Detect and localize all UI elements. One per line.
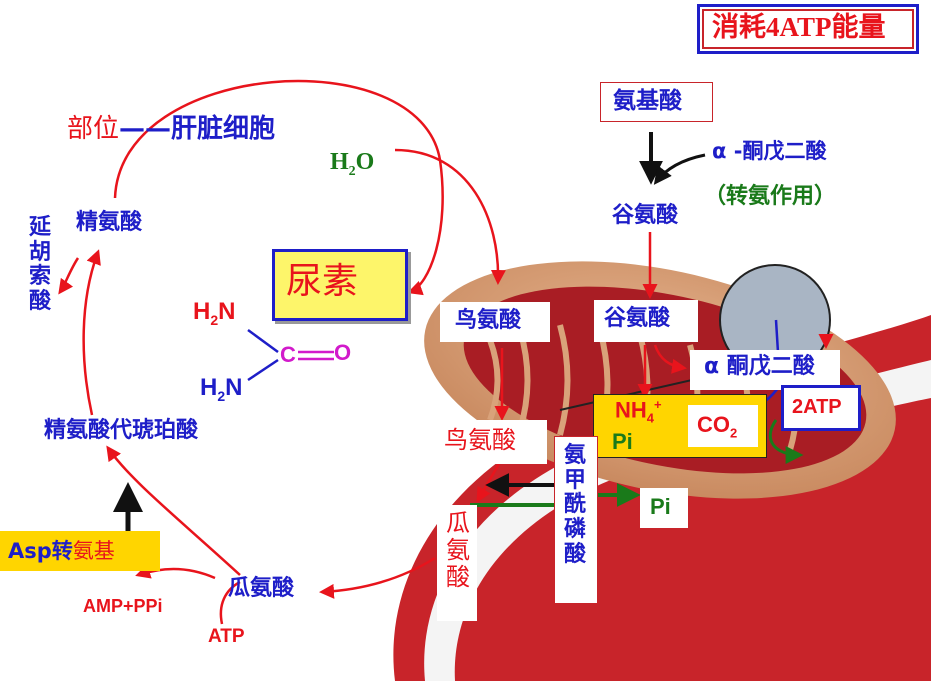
urea-n-bot: N xyxy=(225,374,243,401)
carbamoyl-phosphate-label: 氨甲酰磷酸 xyxy=(563,443,586,567)
co2-sub: 2 xyxy=(730,425,738,441)
asp-box xyxy=(0,531,160,571)
title: 消耗4ATP能量 xyxy=(712,12,886,42)
fumarate-label: 延胡索酸 xyxy=(28,215,51,314)
citrulline-mito-label: 瓜氨酸 xyxy=(446,509,470,591)
water-o: O xyxy=(355,149,375,175)
pi-right-label: Pi xyxy=(650,494,671,519)
urea-bonds xyxy=(247,328,279,382)
arginine-label: 精氨酸 xyxy=(76,210,143,235)
cycle-arrows xyxy=(58,79,834,625)
asp-prefix: Asp转 xyxy=(8,539,73,563)
urea-oxygen: O xyxy=(334,340,352,365)
location-place: 肝脏细胞 xyxy=(171,114,276,144)
glutamate-mito-label: 谷氨酸 xyxy=(604,306,671,331)
asp-suffix: 氨基 xyxy=(72,539,115,563)
asp-label: Asp转氨基 xyxy=(8,541,115,562)
urea-nh2-top: H2N xyxy=(193,300,235,327)
title-box-inner xyxy=(702,9,914,49)
urea-h-bot-sub: 2 xyxy=(217,387,226,404)
black-arrows xyxy=(113,132,706,536)
location-dash: —— xyxy=(119,114,172,144)
urea-nh2-bottom: H2N xyxy=(200,376,242,403)
atp-label: ATP xyxy=(208,626,245,647)
alpha-kg-mito-bg xyxy=(690,350,840,390)
location-prefix: 部位 xyxy=(67,114,120,144)
urea-carbon: C xyxy=(280,342,296,367)
title-box xyxy=(697,4,919,54)
citrulline-mito-bg xyxy=(437,505,477,621)
transamination-note: （转氨作用） xyxy=(704,184,837,209)
pi-left-label: Pi xyxy=(612,429,633,454)
glutamate-top-label: 谷氨酸 xyxy=(612,203,679,228)
carbamoyl-box xyxy=(554,436,598,604)
green-arrows xyxy=(470,419,804,507)
nh4-sup: + xyxy=(654,397,662,412)
co2-white-box xyxy=(688,405,758,447)
urea-h-bot: H xyxy=(200,374,218,401)
alpha-kg-mito-label: α 酮戊二酸 xyxy=(704,354,815,379)
urea-double-bond xyxy=(298,350,334,361)
amp-ppi-label: AMP+PPi xyxy=(83,596,163,616)
water-h: H xyxy=(330,149,349,175)
argininosuccinate-label: 精氨酸代琥珀酸 xyxy=(44,418,199,443)
nh4-label: NH4+ xyxy=(615,398,662,425)
pi-right-bg xyxy=(640,488,688,528)
glutamate-mito-bg xyxy=(594,300,698,342)
urea-h-top-sub: 2 xyxy=(210,311,219,328)
ornithine-top-bg xyxy=(440,302,550,342)
amino-acid-box xyxy=(600,82,713,122)
urea-n-top: N xyxy=(218,298,236,325)
water-sub: 2 xyxy=(348,163,356,179)
alpha-kg-top-label: α -酮戊二酸 xyxy=(712,139,827,163)
nh4-text: NH xyxy=(615,397,647,423)
co2-text: CO xyxy=(697,412,730,437)
urea-box xyxy=(272,249,408,321)
citrulline-cytosol-label: 瓜氨酸 xyxy=(228,576,295,601)
water-label: H2O xyxy=(330,150,374,179)
urea-h-top: H xyxy=(193,298,211,325)
ornithine-mid-label: 鸟氨酸 xyxy=(444,426,516,454)
two-atp-label: 2ATP xyxy=(792,396,842,418)
co2-label: CO2 xyxy=(697,412,738,441)
location-line: 部位——肝脏细胞 xyxy=(67,116,275,142)
amino-acid-label: 氨基酸 xyxy=(613,88,682,114)
nh4-sub: 4 xyxy=(646,410,655,426)
ornithine-top-label: 鸟氨酸 xyxy=(455,308,522,333)
urea-label: 尿素 xyxy=(286,261,359,302)
ornithine-mid-bg xyxy=(435,420,547,464)
two-atp-box xyxy=(781,385,861,431)
